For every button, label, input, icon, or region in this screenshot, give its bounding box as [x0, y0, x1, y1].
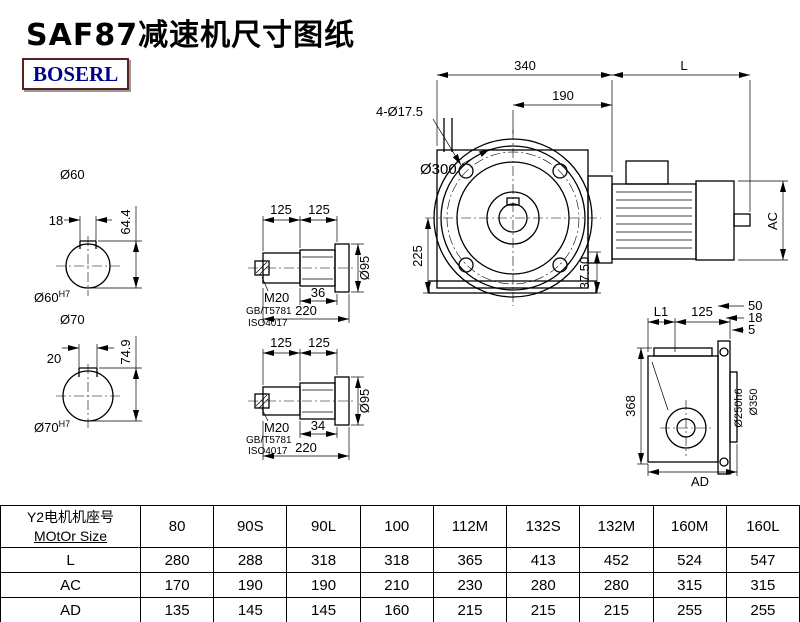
- shaft-end-view-2: Ø70 20 74.9 Ø70H7: [34, 312, 142, 435]
- motor-size-table: Y2电机机座号 MOtOr Size 80 90S 90L 100 112M 1…: [0, 505, 800, 622]
- motor-size-header-cn: Y2电机机座号: [26, 508, 115, 525]
- value-cell: 315: [725, 572, 800, 598]
- value-cell: 145: [286, 597, 361, 622]
- detail1-standard-1: GB/T5781: [246, 306, 292, 317]
- side-spigot-dia: Ø250h6: [733, 388, 745, 427]
- dim-37-50-label: 37.50: [577, 257, 592, 290]
- shaft1-fit-label: Ø60H7: [34, 289, 70, 305]
- value-cell: 190: [286, 572, 361, 598]
- detail2-dia-label: Ø95: [357, 389, 372, 414]
- table-header-row: Y2电机机座号 MOtOr Size 80 90S 90L 100 112M 1…: [0, 505, 800, 548]
- size-header-160m: 160M: [652, 505, 727, 548]
- dim-340-label: 340: [514, 58, 536, 73]
- value-cell: 315: [652, 572, 727, 598]
- value-cell: 255: [725, 597, 800, 622]
- value-cell: 210: [359, 572, 434, 598]
- value-cell: 452: [579, 547, 654, 573]
- value-cell: 255: [652, 597, 727, 622]
- shaft-detail-1: 125 125 36 220 M20 GB/T5781 ISO4017 Ø95: [246, 202, 372, 329]
- detail1-dia-label: Ø95: [357, 256, 372, 281]
- size-header-90l: 90L: [286, 505, 361, 548]
- side-view-geometry: [647, 340, 738, 475]
- detail2-standard-2: ISO4017: [248, 446, 288, 457]
- detail2-dim-125b: 125: [308, 335, 330, 350]
- size-header-112m: 112M: [432, 505, 508, 548]
- side-flange-dia: Ø350: [748, 389, 760, 416]
- value-cell: 413: [506, 547, 581, 573]
- dim-225-label: 225: [410, 245, 425, 267]
- technical-drawing: 340 L 190 4-Ø17.5 Ø300 225 37.50: [34, 58, 788, 489]
- side-dim-ad: AD: [691, 474, 709, 489]
- shaft2-dia-label: Ø70: [60, 312, 85, 327]
- shaft1-key-height-label: 64.4: [118, 209, 133, 234]
- size-header-80: 80: [139, 505, 215, 548]
- motor-size-header-en: MOtOr Size: [33, 527, 108, 544]
- bolt-holes-label: 4-Ø17.5: [376, 104, 423, 119]
- row-label-AC: AC: [0, 572, 141, 598]
- detail2-standard-1: GB/T5781: [246, 435, 292, 446]
- size-header-132m: 132M: [579, 505, 654, 548]
- value-cell: 230: [432, 572, 508, 598]
- shaft1-dia-label: Ø60: [60, 167, 85, 182]
- value-cell: 280: [579, 572, 654, 598]
- value-cell: 170: [139, 572, 215, 598]
- side-dim-368: 368: [623, 395, 638, 417]
- side-dim-125: 125: [691, 304, 713, 319]
- value-cell: 215: [579, 597, 654, 622]
- value-cell: 280: [506, 572, 581, 598]
- detail1-dim-125b: 125: [308, 202, 330, 217]
- value-cell: 215: [432, 597, 508, 622]
- value-cell: 280: [139, 547, 215, 573]
- detail1-standard-2: ISO4017: [248, 318, 288, 329]
- detail1-thread-label: M20: [264, 290, 289, 305]
- side-dim-50: 50: [748, 298, 762, 313]
- value-cell: 135: [139, 597, 215, 622]
- detail1-dim-125a: 125: [270, 202, 292, 217]
- detail2-total-len: 220: [295, 440, 317, 455]
- value-cell: 318: [359, 547, 434, 573]
- detail2-thread-label: M20: [264, 420, 289, 435]
- detail2-key-len: 34: [311, 418, 325, 433]
- dim-190-label: 190: [552, 88, 574, 103]
- size-header-132s: 132S: [506, 505, 581, 548]
- size-header-160l: 160L: [725, 505, 800, 548]
- shaft-end-view-1: Ø60 18 64.4 Ø60H7: [34, 167, 142, 305]
- row-label-AD: AD: [0, 597, 141, 622]
- value-cell: 215: [506, 597, 581, 622]
- dim-ac-label: AC: [765, 212, 780, 230]
- detail1-total-len: 220: [295, 303, 317, 318]
- value-cell: 288: [213, 547, 288, 573]
- side-dim-18: 18: [748, 310, 762, 325]
- value-cell: 547: [725, 547, 800, 573]
- boserl-logo: BOSERL: [22, 58, 130, 90]
- page-title: SAF87减速机尺寸图纸: [26, 18, 356, 53]
- value-cell: 160: [359, 597, 434, 622]
- shaft2-fit-label: Ø70H7: [34, 419, 70, 435]
- value-cell: 190: [213, 572, 288, 598]
- value-cell: 524: [652, 547, 727, 573]
- table-row-L: L 280 288 318 318 365 413 452 524 547: [0, 547, 800, 573]
- shaft-detail-2: 125 125 34 220 M20 GB/T5781 ISO4017 Ø95: [246, 335, 372, 460]
- value-cell: 365: [432, 547, 508, 573]
- motor-size-header-cell: Y2电机机座号 MOtOr Size: [0, 505, 141, 548]
- value-cell: 318: [286, 547, 361, 573]
- front-view-dimensions: 340 L 190 4-Ø17.5 Ø300 225 37.50: [376, 58, 788, 294]
- shaft2-key-height-label: 74.9: [118, 339, 133, 364]
- table-row-AD: AD 135 145 145 160 215 215 215 255 255: [0, 597, 800, 622]
- detail2-dim-125a: 125: [270, 335, 292, 350]
- side-dim-5: 5: [748, 322, 755, 337]
- detail1-key-len: 36: [311, 285, 325, 300]
- table-row-AC: AC 170 190 190 210 230 280 280 315 315: [0, 572, 800, 598]
- front-view-geometry: [425, 118, 751, 306]
- shaft2-key-width-label: 20: [47, 351, 61, 366]
- dim-l-label: L: [680, 58, 687, 73]
- value-cell: 145: [213, 597, 288, 622]
- shaft1-key-width-label: 18: [49, 213, 63, 228]
- side-view-dimensions: L1 125 50 18 5 368 Ø250h6 Ø350 AD: [623, 298, 762, 489]
- side-dim-l1: L1: [654, 304, 668, 319]
- row-label-L: L: [0, 547, 141, 573]
- flange-dia-label: Ø300: [420, 161, 457, 178]
- size-header-90s: 90S: [213, 505, 288, 548]
- size-header-100: 100: [359, 505, 434, 548]
